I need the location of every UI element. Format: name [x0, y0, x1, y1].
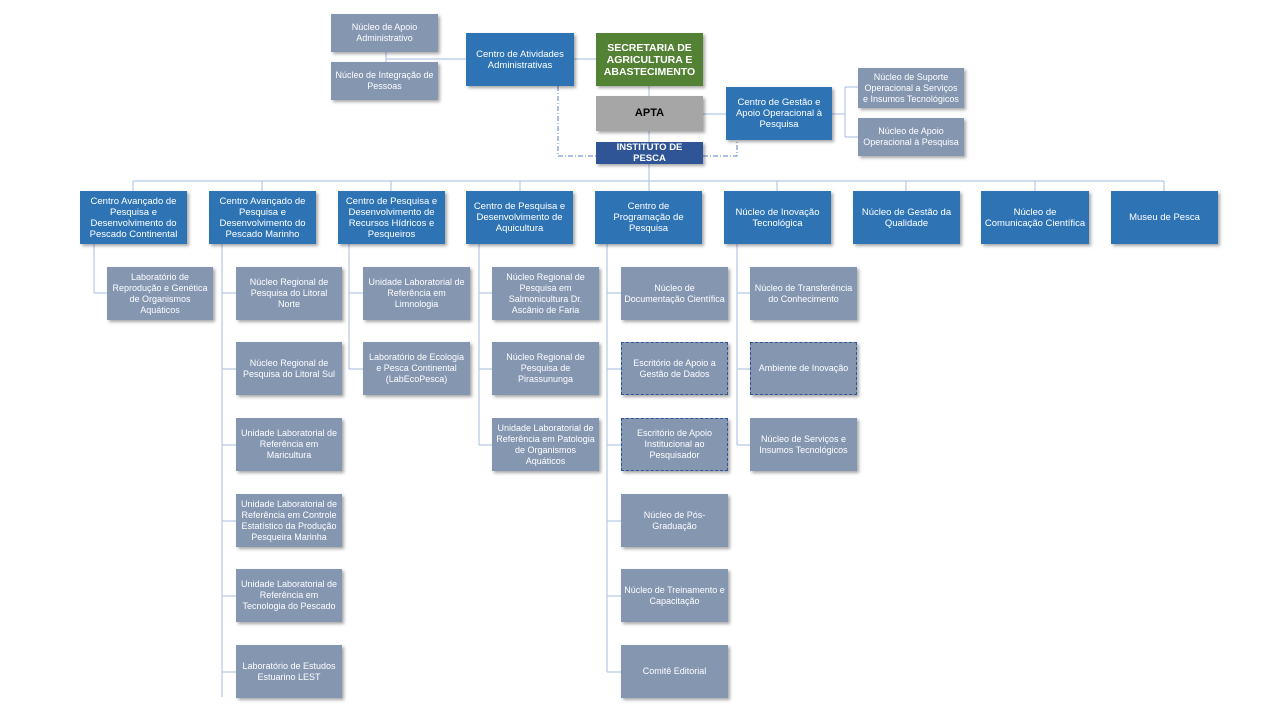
nucleo-integracao-pessoas-label: Núcleo de Integração de Pessoas — [335, 70, 434, 91]
unit-label: Núcleo de Transferência do Conhecimento — [754, 282, 853, 304]
unit-box: Unidade Laboratorial de Referência em Pa… — [492, 418, 599, 471]
apta-box: APTA — [596, 96, 703, 131]
unit-box: Núcleo de Documentação Científica — [621, 267, 728, 320]
unit-box: Unidade Laboratorial de Referência em Li… — [363, 267, 470, 320]
nucleo-suporte-operacional-box: Núcleo de Suporte Operacional a Serviços… — [858, 68, 964, 108]
centro-gestao-apoio-box: Centro de Gestão e Apoio Operacional à P… — [726, 87, 832, 140]
unit-box: Núcleo Regional de Pesquisa do Litoral S… — [236, 342, 342, 395]
unit-label: Ambiente de Inovação — [758, 363, 849, 373]
center-label-7: Núcleo de Gestão da Qualidade — [861, 206, 952, 229]
center-label-8: Núcleo de Comunicação Científica — [984, 206, 1086, 229]
unit-label: Núcleo de Documentação Científica — [624, 282, 725, 304]
unit-box: Laboratório de Ecologia e Pesca Continen… — [363, 342, 470, 395]
center-label-3: Centro de Pesquisa e Desenvolvimento de … — [345, 195, 438, 240]
unit-box: Núcleo de Treinamento e Capacitação — [621, 569, 728, 622]
unit-label: Unidade Laboratorial de Referência em Co… — [240, 498, 338, 542]
center-label-2: Centro Avançado de Pesquisa e Desenvolvi… — [219, 195, 306, 240]
secretaria-agricultura-label: SECRETARIA DE AGRICULTURA E ABASTECIMENT… — [603, 41, 696, 78]
center-label-5: Centro de Programação de Pesquisa — [613, 201, 684, 234]
unit-label: Núcleo de Serviços e Insumos Tecnológico… — [759, 433, 848, 455]
center-box-5: Centro de Programação de Pesquisa — [595, 191, 702, 244]
center-box-9: Museu de Pesca — [1111, 191, 1218, 244]
nucleo-suporte-operacional-label: Núcleo de Suporte Operacional a Serviços… — [863, 71, 959, 104]
unit-box: Núcleo Regional de Pesquisa de Pirassunu… — [492, 342, 599, 395]
center-box-4: Centro de Pesquisa e Desenvolvimento de … — [466, 191, 573, 244]
instituto-de-pesca-box: INSTITUTO DE PESCA — [596, 142, 703, 164]
center-box-1: Centro Avançado de Pesquisa e Desenvolvi… — [80, 191, 187, 244]
unit-label: Unidade Laboratorial de Referência em Li… — [368, 277, 465, 309]
unit-box: Núcleo de Pós-Graduação — [621, 494, 728, 547]
centro-atividades-administrativas-label: Centro de Atividades Administrativas — [476, 48, 564, 71]
instituto-de-pesca-label: INSTITUTO DE PESCA — [616, 142, 683, 164]
unit-label: Núcleo Regional de Pesquisa do Litoral N… — [249, 277, 329, 309]
unit-box: Núcleo Regional de Pesquisa do Litoral N… — [236, 267, 342, 320]
center-box-2: Centro Avançado de Pesquisa e Desenvolvi… — [209, 191, 316, 244]
center-box-3: Centro de Pesquisa e Desenvolvimento de … — [338, 191, 445, 244]
unit-box: Unidade Laboratorial de Referência em Co… — [236, 494, 342, 547]
nucleo-apoio-operacional-label: Núcleo de Apoio Operacional à Pesquisa — [863, 126, 959, 147]
unit-label: Núcleo Regional de Pesquisa de Pirassunu… — [506, 352, 585, 384]
center-label-6: Núcleo de Inovação Tecnológica — [735, 206, 820, 229]
nucleo-apoio-administrativo-box: Núcleo de Apoio Administrativo — [331, 14, 438, 52]
unit-label: Núcleo Regional de Pesquisa do Litoral S… — [242, 357, 336, 379]
unit-box: Núcleo de Serviços e Insumos Tecnológico… — [750, 418, 857, 471]
unit-box: Comitê Editorial — [621, 645, 728, 698]
unit-label: Comitê Editorial — [642, 666, 707, 676]
nucleo-apoio-operacional-box: Núcleo de Apoio Operacional à Pesquisa — [858, 118, 964, 156]
nucleo-apoio-administrativo-label: Núcleo de Apoio Administrativo — [351, 22, 418, 43]
unit-box: Núcleo Regional de Pesquisa em Salmonicu… — [492, 267, 599, 320]
center-label-1: Centro Avançado de Pesquisa e Desenvolvi… — [89, 195, 178, 240]
unit-box: Núcleo de Transferência do Conhecimento — [750, 267, 857, 320]
unit-label: Unidade Laboratorial de Referência em Pa… — [496, 422, 595, 466]
center-box-6: Núcleo de Inovação Tecnológica — [724, 191, 831, 244]
centro-atividades-administrativas-box: Centro de Atividades Administrativas — [466, 33, 574, 86]
unit-label: Laboratório de Reprodução e Genética de … — [112, 271, 208, 315]
unit-box: Laboratório de Estudos Estuarino LEST — [236, 645, 342, 698]
unit-label: Unidade Laboratorial de Referência em Te… — [240, 579, 338, 611]
unit-box: Ambiente de Inovação — [750, 342, 857, 395]
unit-label: Núcleo Regional de Pesquisa em Salmonicu… — [506, 271, 585, 315]
unit-box: Unidade Laboratorial de Referência em Ma… — [236, 418, 342, 471]
unit-label: Laboratório de Estudos Estuarino LEST — [242, 660, 336, 682]
center-box-8: Núcleo de Comunicação Científica — [981, 191, 1089, 244]
unit-box: Escritório de Apoio a Gestão de Dados — [621, 342, 728, 395]
unit-box: Escritório de Apoio Institucional ao Pes… — [621, 418, 728, 471]
center-label-4: Centro de Pesquisa e Desenvolvimento de … — [473, 201, 566, 234]
unit-box: Laboratório de Reprodução e Genética de … — [107, 267, 213, 320]
secretaria-agricultura-box: SECRETARIA DE AGRICULTURA E ABASTECIMENT… — [596, 33, 703, 86]
unit-label: Laboratório de Ecologia e Pesca Continen… — [368, 352, 465, 384]
unit-box: Unidade Laboratorial de Referência em Te… — [236, 569, 342, 622]
nucleo-integracao-pessoas-box: Núcleo de Integração de Pessoas — [331, 62, 438, 100]
centro-gestao-apoio-label: Centro de Gestão e Apoio Operacional à P… — [735, 97, 823, 130]
unit-label: Núcleo de Pós-Graduação — [643, 509, 706, 531]
center-label-9: Museu de Pesca — [1129, 212, 1200, 223]
unit-label: Núcleo de Treinamento e Capacitação — [624, 584, 725, 606]
apta-label: APTA — [634, 107, 665, 119]
center-box-7: Núcleo de Gestão da Qualidade — [853, 191, 960, 244]
unit-label: Escritório de Apoio a Gestão de Dados — [633, 357, 716, 379]
unit-label: Unidade Laboratorial de Referência em Ma… — [240, 428, 338, 460]
unit-label: Escritório de Apoio Institucional ao Pes… — [636, 428, 713, 460]
